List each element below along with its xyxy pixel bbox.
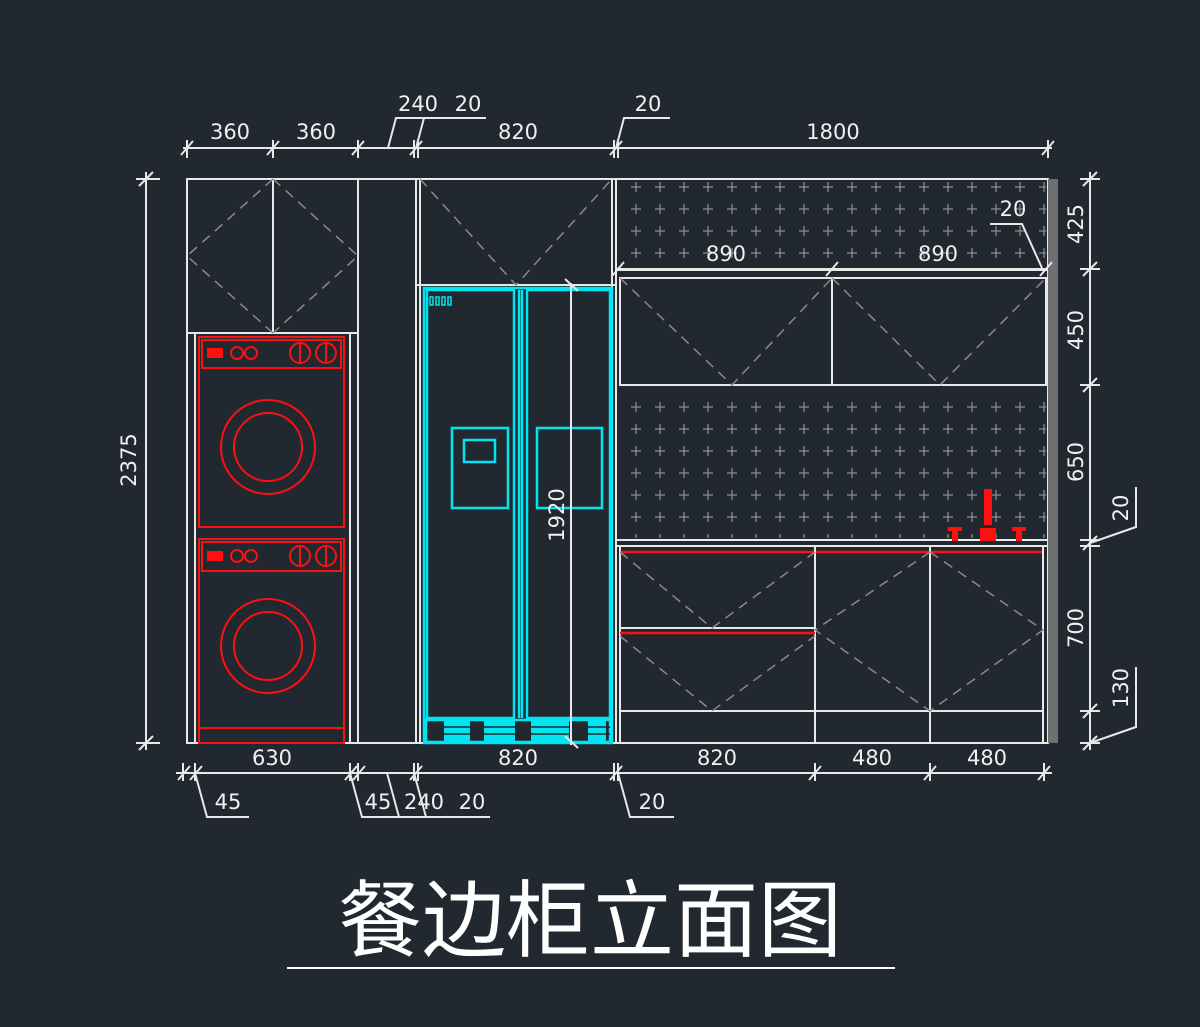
dimension-label: 890 [706,242,746,266]
side-wall [1048,179,1058,743]
tile-backsplash [620,390,1046,538]
dimension-label: 1800 [806,120,859,144]
dimension-label: 2375 [117,433,141,486]
dimension-label: 425 [1064,204,1088,244]
dim-bottom: 630 820 820 480 480 45 45 240 20 20 [176,746,1052,818]
dimension-label: 700 [1064,608,1088,648]
dispenser-panel [450,426,510,510]
dim-fridge-height: 1920 [545,488,569,541]
dimension-label: 20 [1000,197,1027,221]
dimension-label: 890 [918,242,958,266]
faucet-icon [948,489,1026,541]
dimension-label: 450 [1064,310,1088,350]
drawing-title: 餐边柜立面图 [338,872,842,970]
washer-upper [198,336,345,528]
fridge-column [415,178,617,744]
left-column [185,178,360,744]
dim-left: 2375 [117,171,160,751]
dimension-label: 820 [697,746,737,770]
dimension-label: 480 [967,746,1007,770]
dimension-label: 20 [455,92,482,116]
drum-icon [220,399,316,495]
washer-lower [198,538,345,744]
dimension-label: 820 [498,120,538,144]
dim-right: 425 450 650 20 700 130 [1064,171,1137,751]
dimension-label: 630 [252,746,292,770]
dimension-label: 240 [398,92,438,116]
dimension-label: 240 [404,790,444,814]
grille [444,721,606,741]
dimension-label: 20 [639,790,666,814]
dimension-label: 20 [1109,495,1133,522]
dimension-label: 650 [1064,442,1088,482]
dim-top: 240 20 360 360 820 20 1800 890 890 20 [180,92,1055,277]
dimension-label: 20 [635,92,662,116]
dimension-label: 130 [1109,668,1133,708]
dimension-label: 20 [459,790,486,814]
tile-backsplash-top [620,181,1046,267]
dimension-label: 820 [498,746,538,770]
dimension-label: 360 [296,120,336,144]
refrigerator [422,286,614,745]
drum-icon [220,598,316,694]
narrow-panel [357,178,417,744]
dimension-label: 45 [365,790,392,814]
dimension-label: 45 [215,790,242,814]
right-cabinet [615,178,1058,744]
display-icon [462,438,497,464]
display-icon [207,348,223,358]
dimension-label: 360 [210,120,250,144]
dimension-label: 480 [852,746,892,770]
